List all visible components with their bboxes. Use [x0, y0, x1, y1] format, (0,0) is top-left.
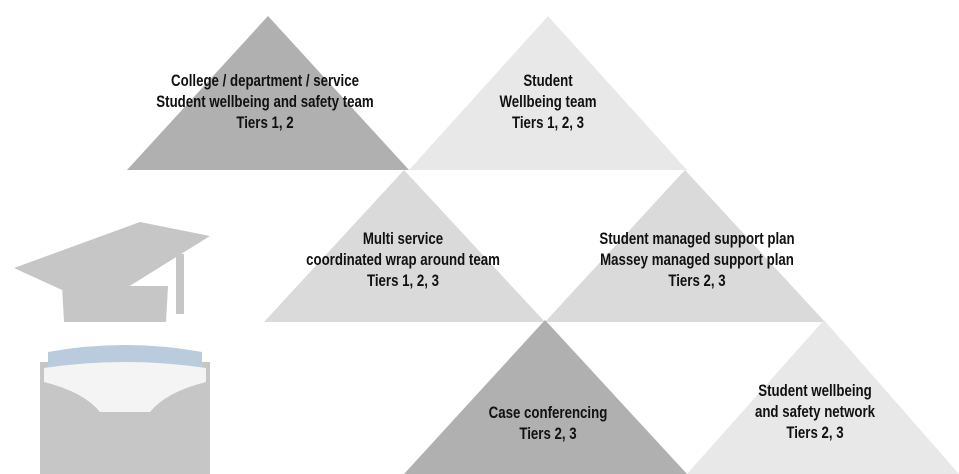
label-college: College / department / service Student w…	[132, 70, 397, 133]
triangle-safety-network	[687, 320, 959, 474]
triangle-student-wellbeing	[409, 16, 687, 170]
label-line: Student wellbeing and safety team	[156, 92, 374, 111]
label-line: College / department / service	[171, 71, 359, 90]
label-support-plan: Student managed support plan Massey mana…	[564, 228, 829, 291]
label-line: Multi service	[362, 229, 444, 248]
label-line: Tiers 2, 3	[668, 271, 726, 290]
label-line: Tiers 2, 3	[519, 424, 577, 443]
cap-base-icon	[62, 286, 168, 322]
label-student-wellbeing: Student Wellbeing team Tiers 1, 2, 3	[431, 70, 665, 133]
label-multi-service: Multi service coordinated wrap around te…	[270, 228, 535, 291]
label-line: Tiers 1, 2, 3	[511, 113, 585, 132]
triangle-support-plan	[545, 170, 825, 322]
label-safety-network: Student wellbeing and safety network Tie…	[718, 380, 913, 443]
label-line: Massey managed support plan	[600, 250, 794, 269]
label-line: Student	[523, 71, 573, 90]
label-line: Wellbeing team	[499, 92, 597, 111]
graduate-figure-icon	[14, 222, 210, 474]
label-line: Tiers 1, 2, 3	[366, 271, 440, 290]
gown-hood-icon	[44, 362, 206, 412]
label-line: Student managed support plan	[599, 229, 795, 248]
label-line: Student wellbeing	[758, 381, 872, 400]
mortarboard-icon	[14, 222, 210, 292]
label-line: and safety network	[754, 402, 876, 421]
label-case-conferencing: Case conferencing Tiers 2, 3	[439, 402, 657, 444]
label-line: Case conferencing	[488, 403, 608, 422]
triangle-multi-service	[264, 170, 545, 322]
label-line: Tiers 2, 3	[786, 423, 844, 442]
triangle-college	[127, 16, 409, 170]
label-line: coordinated wrap around team	[306, 250, 500, 269]
label-line: Tiers 1, 2	[236, 113, 294, 132]
triangle-case-conferencing	[404, 320, 687, 474]
tassel-icon	[176, 254, 184, 314]
gown-collar-icon	[48, 345, 202, 368]
